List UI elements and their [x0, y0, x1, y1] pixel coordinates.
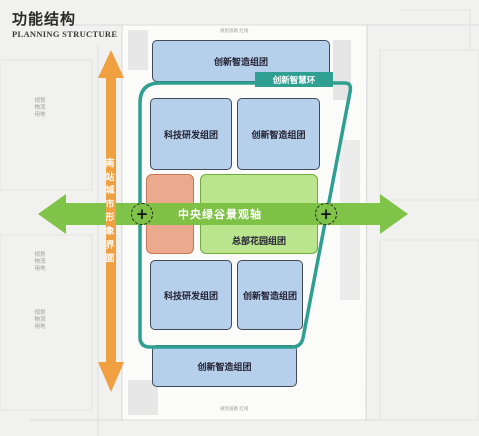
- zone-innovation-lower-right: 创新智造组团: [237, 260, 303, 330]
- zone-innovation-bottom: 创新智造组团: [152, 345, 297, 387]
- neighbor-block: [0, 59, 93, 191]
- side-label: 规划物流用地: [34, 310, 46, 330]
- innovation-ring: [138, 81, 353, 349]
- zone-rd-lower: 科技研发组团: [150, 260, 232, 330]
- zone-rd-upper: 科技研发组团: [150, 98, 232, 170]
- building-hatch: [128, 30, 148, 70]
- road-label-bottom: 规划道路 红线: [220, 407, 249, 412]
- neighbor-block: [400, 9, 471, 50]
- building-hatch: [333, 40, 351, 100]
- city-interface-arrow: [98, 50, 124, 392]
- zone-innovation-upper-right: 创新智造组团: [237, 98, 320, 170]
- neighbor-block: [379, 239, 479, 421]
- road-label-top: 规划道路 红线: [220, 29, 249, 34]
- neighbor-block: [0, 234, 93, 411]
- page-subtitle: PLANNING STRUCTURE: [12, 29, 118, 39]
- page-title: 功能结构: [12, 10, 77, 28]
- node-cross-left: +: [131, 203, 153, 225]
- side-label: 规划物流用地: [34, 252, 46, 272]
- green-axis-arrow: [38, 194, 408, 234]
- side-label: 规划物流用地: [34, 98, 46, 118]
- green-axis-label: 中央绿谷景观轴: [178, 208, 262, 221]
- node-cross-right: +: [315, 203, 337, 225]
- ring-label: 创新智慧环: [255, 72, 333, 87]
- city-interface-label: 南站城市形象界面: [105, 159, 115, 265]
- zone-hq-garden-label: 总部花园组团: [231, 237, 286, 247]
- neighbor-block: [379, 49, 479, 201]
